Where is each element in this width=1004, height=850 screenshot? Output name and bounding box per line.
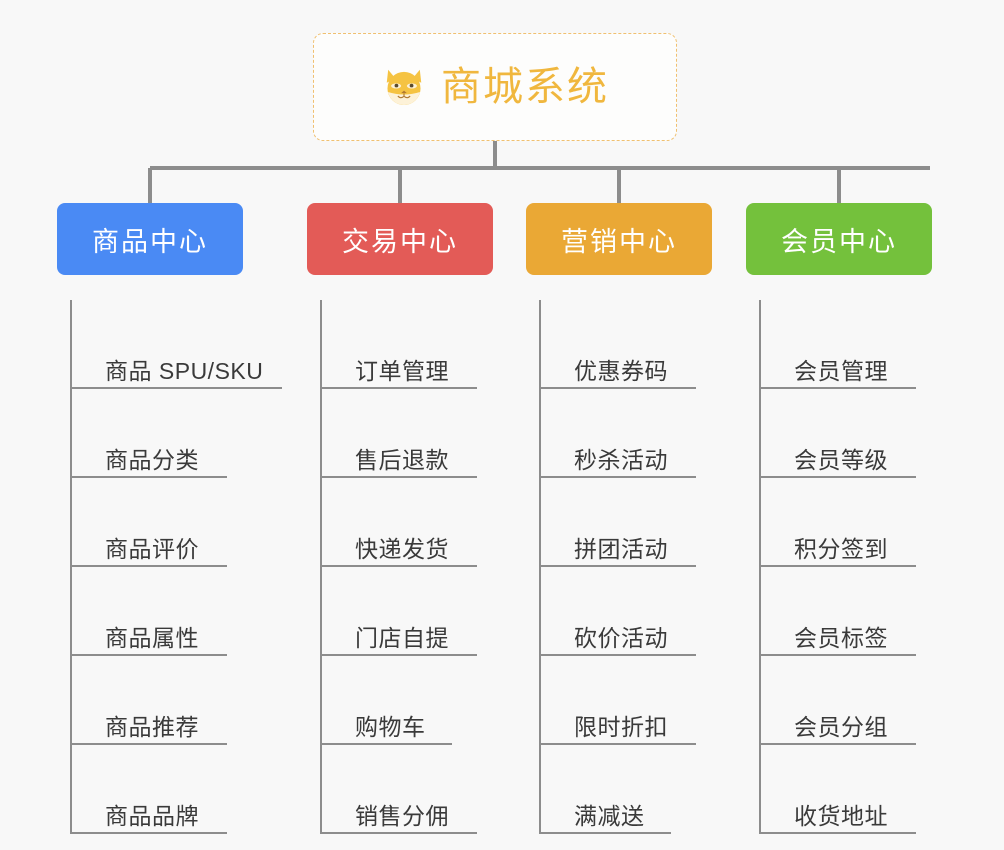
leaf-label: 商品评价: [105, 535, 199, 562]
leaf-label: 商品分类: [105, 446, 199, 473]
leaf-label: 会员管理: [794, 357, 888, 384]
leaf-item[interactable]: 商品评价: [72, 478, 243, 567]
root-title: 商城系统: [441, 65, 609, 109]
leaf-label: 商品推荐: [105, 713, 199, 740]
leaf-list-trade-center: 订单管理 售后退款 快递发货 门店自提 购物车 销售分佣: [320, 300, 493, 834]
category-header-trade-center[interactable]: 交易中心: [307, 203, 493, 275]
leaf-label: 售后退款: [355, 446, 449, 473]
category-column-trade-center: 交易中心 订单管理 售后退款 快递发货 门店自提 购物车 销售分佣: [307, 203, 493, 850]
leaf-item[interactable]: 收货地址: [761, 745, 932, 834]
category-header-marketing-center[interactable]: 营销中心: [526, 203, 712, 275]
leaf-item[interactable]: 商品分类: [72, 389, 243, 478]
leaf-item[interactable]: 满减送: [541, 745, 712, 834]
category-label: 营销中心: [561, 226, 677, 257]
leaf-item[interactable]: 优惠券码: [541, 300, 712, 389]
leaf-label: 满减送: [574, 802, 645, 829]
leaf-list-product-center: 商品 SPU/SKU 商品分类 商品评价 商品属性 商品推荐 商品品牌: [70, 300, 282, 834]
category-label: 交易中心: [342, 226, 458, 257]
leaf-item[interactable]: 会员管理: [761, 300, 932, 389]
category-column-member-center: 会员中心 会员管理 会员等级 积分签到 会员标签 会员分组 收货地址: [746, 203, 932, 850]
leaf-item[interactable]: 砍价活动: [541, 567, 712, 656]
leaf-label: 砍价活动: [574, 624, 668, 651]
leaf-item[interactable]: 拼团活动: [541, 478, 712, 567]
leaf-list-marketing-center: 优惠券码 秒杀活动 拼团活动 砍价活动 限时折扣 满减送: [539, 300, 712, 834]
category-label: 商品中心: [92, 226, 208, 257]
leaf-item[interactable]: 快递发货: [322, 478, 493, 567]
leaf-label: 订单管理: [355, 357, 449, 384]
leaf-item[interactable]: 订单管理: [322, 300, 493, 389]
leaf-label: 门店自提: [355, 624, 449, 651]
leaf-item[interactable]: 销售分佣: [322, 745, 493, 834]
leaf-item[interactable]: 商品推荐: [72, 656, 243, 745]
leaf-label: 收货地址: [794, 802, 888, 829]
leaf-item[interactable]: 会员分组: [761, 656, 932, 745]
category-column-product-center: 商品中心 商品 SPU/SKU 商品分类 商品评价 商品属性 商品推荐 商品品牌: [57, 203, 282, 850]
root-node[interactable]: 商城系统: [313, 33, 677, 141]
leaf-item[interactable]: 积分签到: [761, 478, 932, 567]
leaf-label: 购物车: [355, 713, 426, 740]
leaf-label: 快递发货: [355, 535, 449, 562]
leaf-label: 会员标签: [794, 624, 888, 651]
leaf-label: 秒杀活动: [574, 446, 668, 473]
category-column-marketing-center: 营销中心 优惠券码 秒杀活动 拼团活动 砍价活动 限时折扣 满减送: [526, 203, 712, 850]
leaf-list-member-center: 会员管理 会员等级 积分签到 会员标签 会员分组 收货地址: [759, 300, 932, 834]
leaf-label: 限时折扣: [574, 713, 668, 740]
leaf-item[interactable]: 会员等级: [761, 389, 932, 478]
leaf-item[interactable]: 售后退款: [322, 389, 493, 478]
leaf-label: 商品品牌: [105, 802, 199, 829]
leaf-label: 优惠券码: [574, 357, 668, 384]
leaf-item[interactable]: 门店自提: [322, 567, 493, 656]
leaf-label: 积分签到: [794, 535, 888, 562]
leaf-label: 销售分佣: [355, 802, 449, 829]
category-label: 会员中心: [781, 226, 897, 257]
leaf-item[interactable]: 限时折扣: [541, 656, 712, 745]
leaf-label: 拼团活动: [574, 535, 668, 562]
leaf-item[interactable]: 会员标签: [761, 567, 932, 656]
leaf-label: 会员等级: [794, 446, 888, 473]
leaf-item[interactable]: 商品品牌: [72, 745, 243, 834]
shiba-dog-icon: [381, 64, 427, 110]
leaf-item[interactable]: 商品属性: [72, 567, 243, 656]
leaf-label: 商品 SPU/SKU: [105, 357, 264, 384]
leaf-item[interactable]: 商品 SPU/SKU: [72, 300, 282, 389]
leaf-label: 商品属性: [105, 624, 199, 651]
category-header-member-center[interactable]: 会员中心: [746, 203, 932, 275]
leaf-item[interactable]: 秒杀活动: [541, 389, 712, 478]
leaf-label: 会员分组: [794, 713, 888, 740]
category-header-product-center[interactable]: 商品中心: [57, 203, 243, 275]
leaf-item[interactable]: 购物车: [322, 656, 493, 745]
